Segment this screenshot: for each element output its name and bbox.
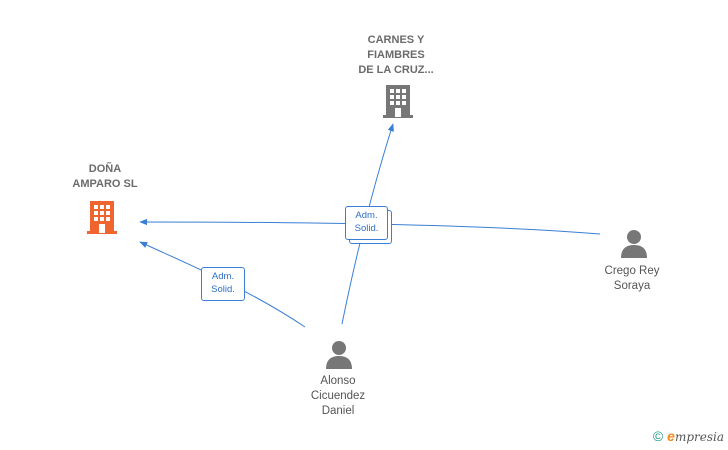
- brand-logo-text: mpresia: [674, 430, 724, 444]
- company-label-dona-amparo[interactable]: DOÑA AMPARO SL: [50, 162, 160, 192]
- person-name-line: Alonso: [320, 375, 356, 387]
- company-name-line: DOÑA: [88, 163, 122, 175]
- relation-label-line: Adm.: [355, 210, 378, 221]
- copyright-symbol: ©: [652, 428, 664, 444]
- person-name-line: Soraya: [613, 280, 651, 292]
- person-label-alonso-cicuendez[interactable]: Alonso Cicuendez Daniel: [286, 374, 390, 419]
- relation-label-adm-solid[interactable]: Adm. Solid.: [201, 267, 245, 301]
- company-name-line: FIAMBRES: [367, 49, 425, 61]
- relation-label-line: Solid.: [354, 223, 379, 234]
- company-name-line: DE LA CRUZ...: [358, 64, 434, 76]
- building-icon[interactable]: [382, 83, 414, 119]
- person-label-crego-rey[interactable]: Crego Rey Soraya: [580, 264, 684, 294]
- brand-logo: empresia: [667, 428, 724, 444]
- company-name-line: AMPARO SL: [72, 178, 138, 190]
- building-icon[interactable]: [86, 199, 118, 235]
- relation-label-line: Adm.: [211, 271, 235, 282]
- relation-label-line: Solid.: [211, 284, 235, 295]
- brand-logo-e: e: [667, 428, 675, 444]
- relation-label-adm-solid[interactable]: Adm. Solid.: [345, 206, 388, 240]
- person-name-line: Crego Rey: [604, 265, 660, 277]
- person-icon[interactable]: [324, 339, 354, 369]
- person-name-line: Cicuendez: [310, 390, 366, 402]
- person-name-line: Daniel: [321, 405, 355, 417]
- company-name-line: CARNES Y: [367, 34, 425, 46]
- person-icon[interactable]: [619, 228, 649, 258]
- company-label-carnes-y-fiambres[interactable]: CARNES Y FIAMBRES DE LA CRUZ...: [336, 33, 456, 78]
- footer-brand: © empresia: [653, 428, 724, 444]
